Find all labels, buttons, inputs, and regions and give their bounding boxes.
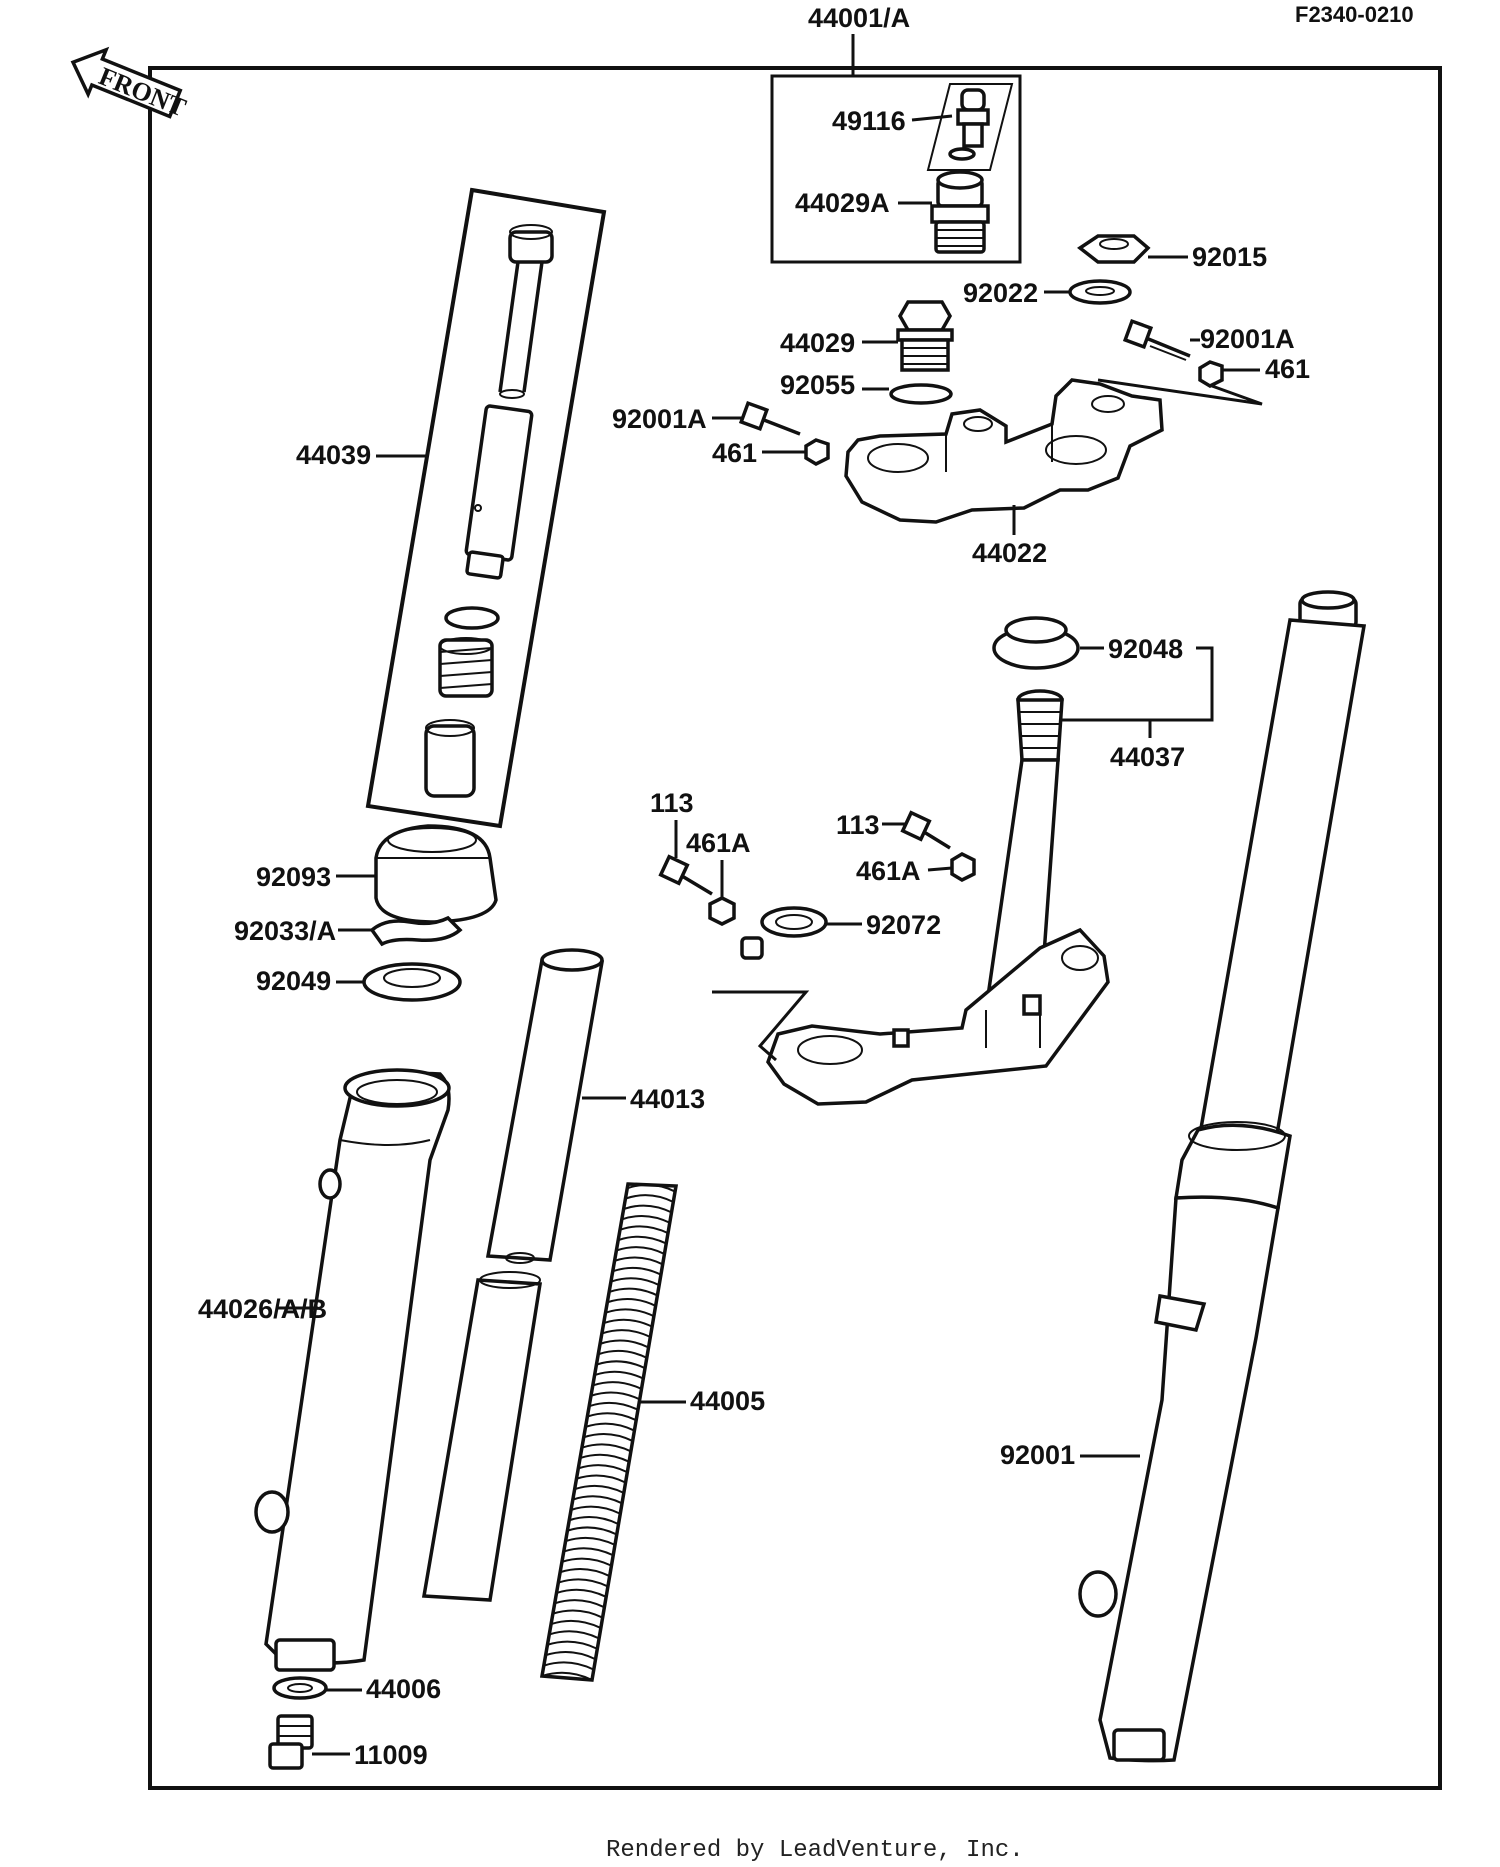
fork-spring-44026AB: [539, 1182, 679, 1682]
reference-code: F2340-0210: [1295, 2, 1414, 27]
outer-tube-44005: [254, 1068, 451, 1672]
upper-bracket-44039: [844, 378, 1164, 524]
steering-stem-44037: [1016, 689, 1064, 762]
cap-bolt-44029: [896, 300, 954, 372]
dust-seal-92093: [374, 824, 498, 924]
bolt-92001A-right: [1122, 318, 1191, 361]
label-92055: 92055: [780, 370, 855, 400]
cap-bolt-44029A: [930, 170, 990, 254]
label-44026AB: 44005: [690, 1386, 765, 1416]
damper-rod-assembly-box: [365, 187, 607, 829]
label-92093: 92093: [256, 862, 331, 892]
nut-92015: [1077, 234, 1151, 264]
nut-461A-left: [708, 896, 736, 926]
label-92001A-left: 92001A: [612, 404, 707, 434]
label-461-right: 461: [1265, 354, 1310, 384]
svg-text:FRONT: FRONT: [95, 61, 190, 122]
diagram-frame: [148, 66, 1442, 1790]
nut-461-right: [1198, 360, 1224, 388]
washer-92022: [1068, 279, 1132, 305]
label-461-left: 461: [712, 438, 757, 468]
bolt-92001A-left: [738, 400, 801, 436]
circlip-92033A: [369, 915, 463, 947]
nut-461A-right: [950, 852, 976, 882]
bolt-113-left: [658, 854, 713, 896]
label-44013: 44013: [630, 1084, 705, 1114]
label-92001A-right: 92001A: [1200, 324, 1295, 354]
inner-tube-44013: [421, 948, 605, 1602]
o-ring-92055: [889, 383, 953, 405]
lower-bracket-stem: [766, 758, 1110, 1106]
washer-11009: [272, 1676, 328, 1700]
label-92049: 92049: [256, 966, 331, 996]
fork-leg-44006: [1078, 590, 1367, 1763]
footer-credit: Rendered by LeadVenture, Inc.: [606, 1837, 1024, 1864]
front-arrow-icon: FRONT: [70, 46, 190, 122]
cap-bolt-group-box: [770, 74, 1022, 264]
label-461A-right: 461A: [856, 856, 921, 886]
label-92022: 92022: [963, 278, 1038, 308]
label-44039: 44022: [972, 538, 1047, 568]
label-44006: 92001: [1000, 1440, 1075, 1470]
label-92001: 11009: [354, 1740, 428, 1770]
clamp-92072: [740, 906, 828, 960]
label-44029: 44029: [780, 328, 855, 358]
air-valve-49116: [926, 83, 1014, 171]
bearing-92048: [992, 616, 1080, 670]
label-49116: 49116: [832, 106, 906, 136]
label-92033A: 92033/A: [234, 916, 336, 946]
label-92015: 92015: [1192, 242, 1267, 272]
label-92048: 92048: [1108, 634, 1183, 664]
label-11009: 44006: [366, 1674, 441, 1704]
drain-bolt-92001: [268, 1714, 314, 1770]
label-44001A: 44001/A: [808, 3, 910, 33]
oil-seal-92049: [362, 962, 462, 1002]
label-113-right: 113: [836, 810, 880, 840]
bolt-113-right: [900, 810, 951, 850]
label-92072: 92072: [866, 910, 941, 940]
nut-461-left: [804, 438, 830, 466]
label-461A-left: 461A: [686, 828, 751, 858]
label-113-left: 113: [650, 788, 694, 818]
label-44029A: 44029A: [795, 188, 890, 218]
label-44037: 44037: [1110, 742, 1185, 772]
label-44022: 44039: [296, 440, 371, 470]
damper-rod-44022: [424, 224, 554, 798]
